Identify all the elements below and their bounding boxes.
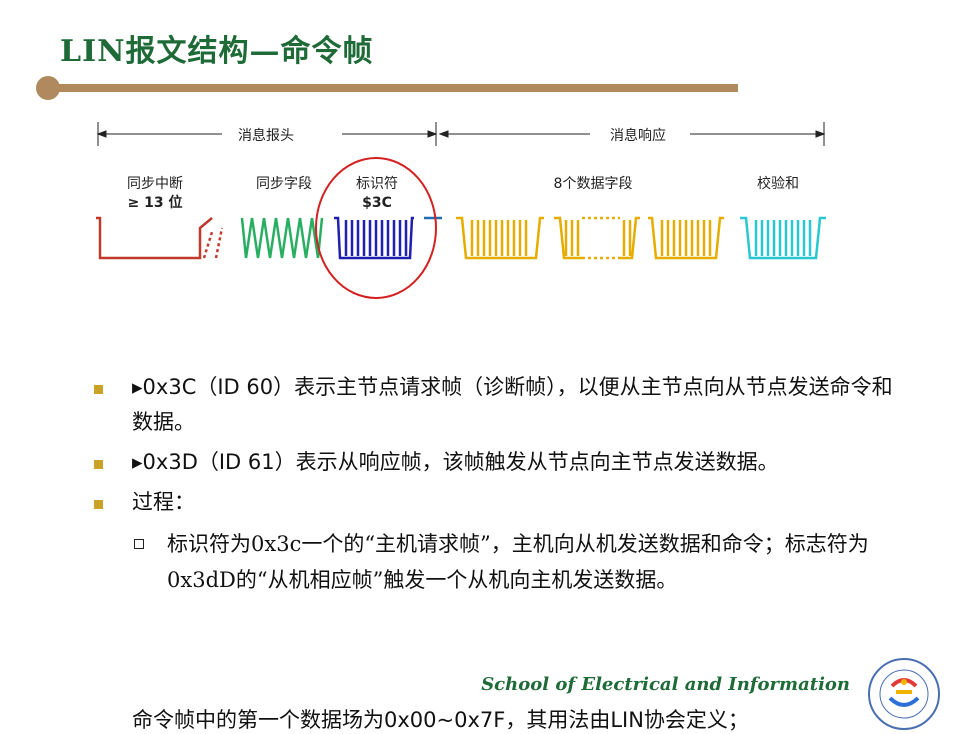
sub-bullet-item: 标识符为0x3c一个的“主机请求帧”，主机向从机发送数据和命令；标志符为0x3d… (92, 526, 902, 598)
header-span-marker (96, 122, 438, 146)
header-label: 消息报头 (238, 127, 294, 144)
data-field-3-waveform (620, 216, 640, 260)
lin-frame-diagram: 消息报头 消息响应 同步中断 ≥ 13 位 同步字段 标识符 $3C 8个数据字… (96, 122, 826, 299)
identifier-highlight-circle (315, 157, 437, 299)
title-decoration-bar (48, 84, 738, 92)
data-fields-label: 8个数据字段 (554, 176, 633, 192)
sync-break-waveform (96, 216, 213, 260)
checksum-waveform (740, 216, 826, 260)
cut-off-bullet-text: 命令帧中的第一个数据场为0x00~0x7F，其用法由LIN协会定义； (132, 708, 749, 732)
data-field-1-waveform (456, 216, 544, 260)
bullet-item: 过程： (92, 485, 902, 520)
page-title: LIN报文结构—命令帧 (60, 34, 374, 69)
checksum-label: 校验和 (757, 175, 799, 192)
school-logo-icon (868, 658, 940, 730)
identifier-waveform (334, 216, 414, 260)
bullet-text: ▸0x3C（ID 60）表示主节点请求帧（诊断帧），以便从主节点向从节点发送命令… (132, 375, 893, 434)
sync-break-delimiter-waveform (202, 227, 224, 259)
data-field-2-waveform (554, 216, 582, 260)
data-field-4-waveform (648, 216, 724, 260)
bullet-text: ▸0x3D（ID 61）表示从响应帧，该帧触发从节点向主节点发送数据。 (132, 450, 779, 474)
sub-bullet-text: 标识符为0x3c一个的“主机请求帧”，主机向从机发送数据和命令；标志符为0x3d… (167, 532, 869, 592)
school-name: School of Electrical and Information (481, 674, 850, 695)
sync-field-label: 同步字段 (256, 176, 312, 192)
identifier-label: 标识符 (356, 176, 398, 192)
bullet-text: 过程： (132, 490, 195, 514)
bullet-square-icon (94, 385, 103, 394)
response-label: 消息响应 (610, 127, 666, 144)
identifier-value-label: $3C (362, 195, 392, 211)
response-span-marker (438, 122, 826, 146)
bullet-item: ▸0x3D（ID 61）表示从响应帧，该帧触发从节点向主节点发送数据。 (92, 445, 902, 480)
bullet-list: ▸0x3C（ID 60）表示主节点请求帧（诊断帧），以便从主节点向从节点发送命令… (92, 370, 902, 598)
bullet-square-icon (94, 460, 103, 469)
sync-break-length-label: ≥ 13 位 (128, 194, 183, 211)
hollow-square-bullet-icon (134, 539, 144, 549)
bullet-square-icon (94, 500, 103, 509)
data-field-gap-waveform (582, 216, 620, 260)
sync-break-label: 同步中断 (127, 176, 183, 192)
bullet-item: ▸0x3C（ID 60）表示主节点请求帧（诊断帧），以便从主节点向从节点发送命令… (92, 370, 902, 440)
sync-field-waveform (240, 217, 324, 259)
